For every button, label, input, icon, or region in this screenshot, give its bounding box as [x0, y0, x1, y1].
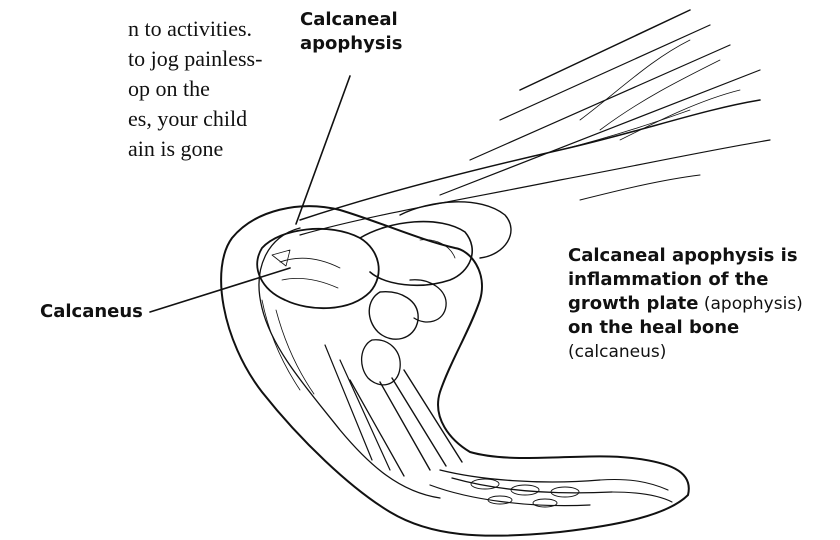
calcaneal-apophysis-label-line1: Calcaneal — [300, 8, 402, 32]
caption-line4-bold: on the heal bone — [568, 317, 739, 338]
calcaneal-apophysis-label: Calcaneal apophysis — [300, 8, 402, 56]
caption-line2: inflammation of the — [568, 269, 768, 290]
caption-line3-normal: (apophysis) — [698, 294, 802, 314]
caption-line3-bold: growth plate — [568, 293, 698, 314]
apophysis-caption: Calcaneal apophysis is inflammation of t… — [568, 244, 840, 364]
caption-line1: Calcaneal apophysis is — [568, 245, 798, 266]
calcaneal-apophysis-label-line2: apophysis — [300, 32, 402, 56]
calcaneus-label: Calcaneus — [40, 300, 143, 324]
caption-line5-normal: (calcaneus) — [568, 340, 840, 364]
apophysis-pointer-line — [296, 76, 350, 224]
